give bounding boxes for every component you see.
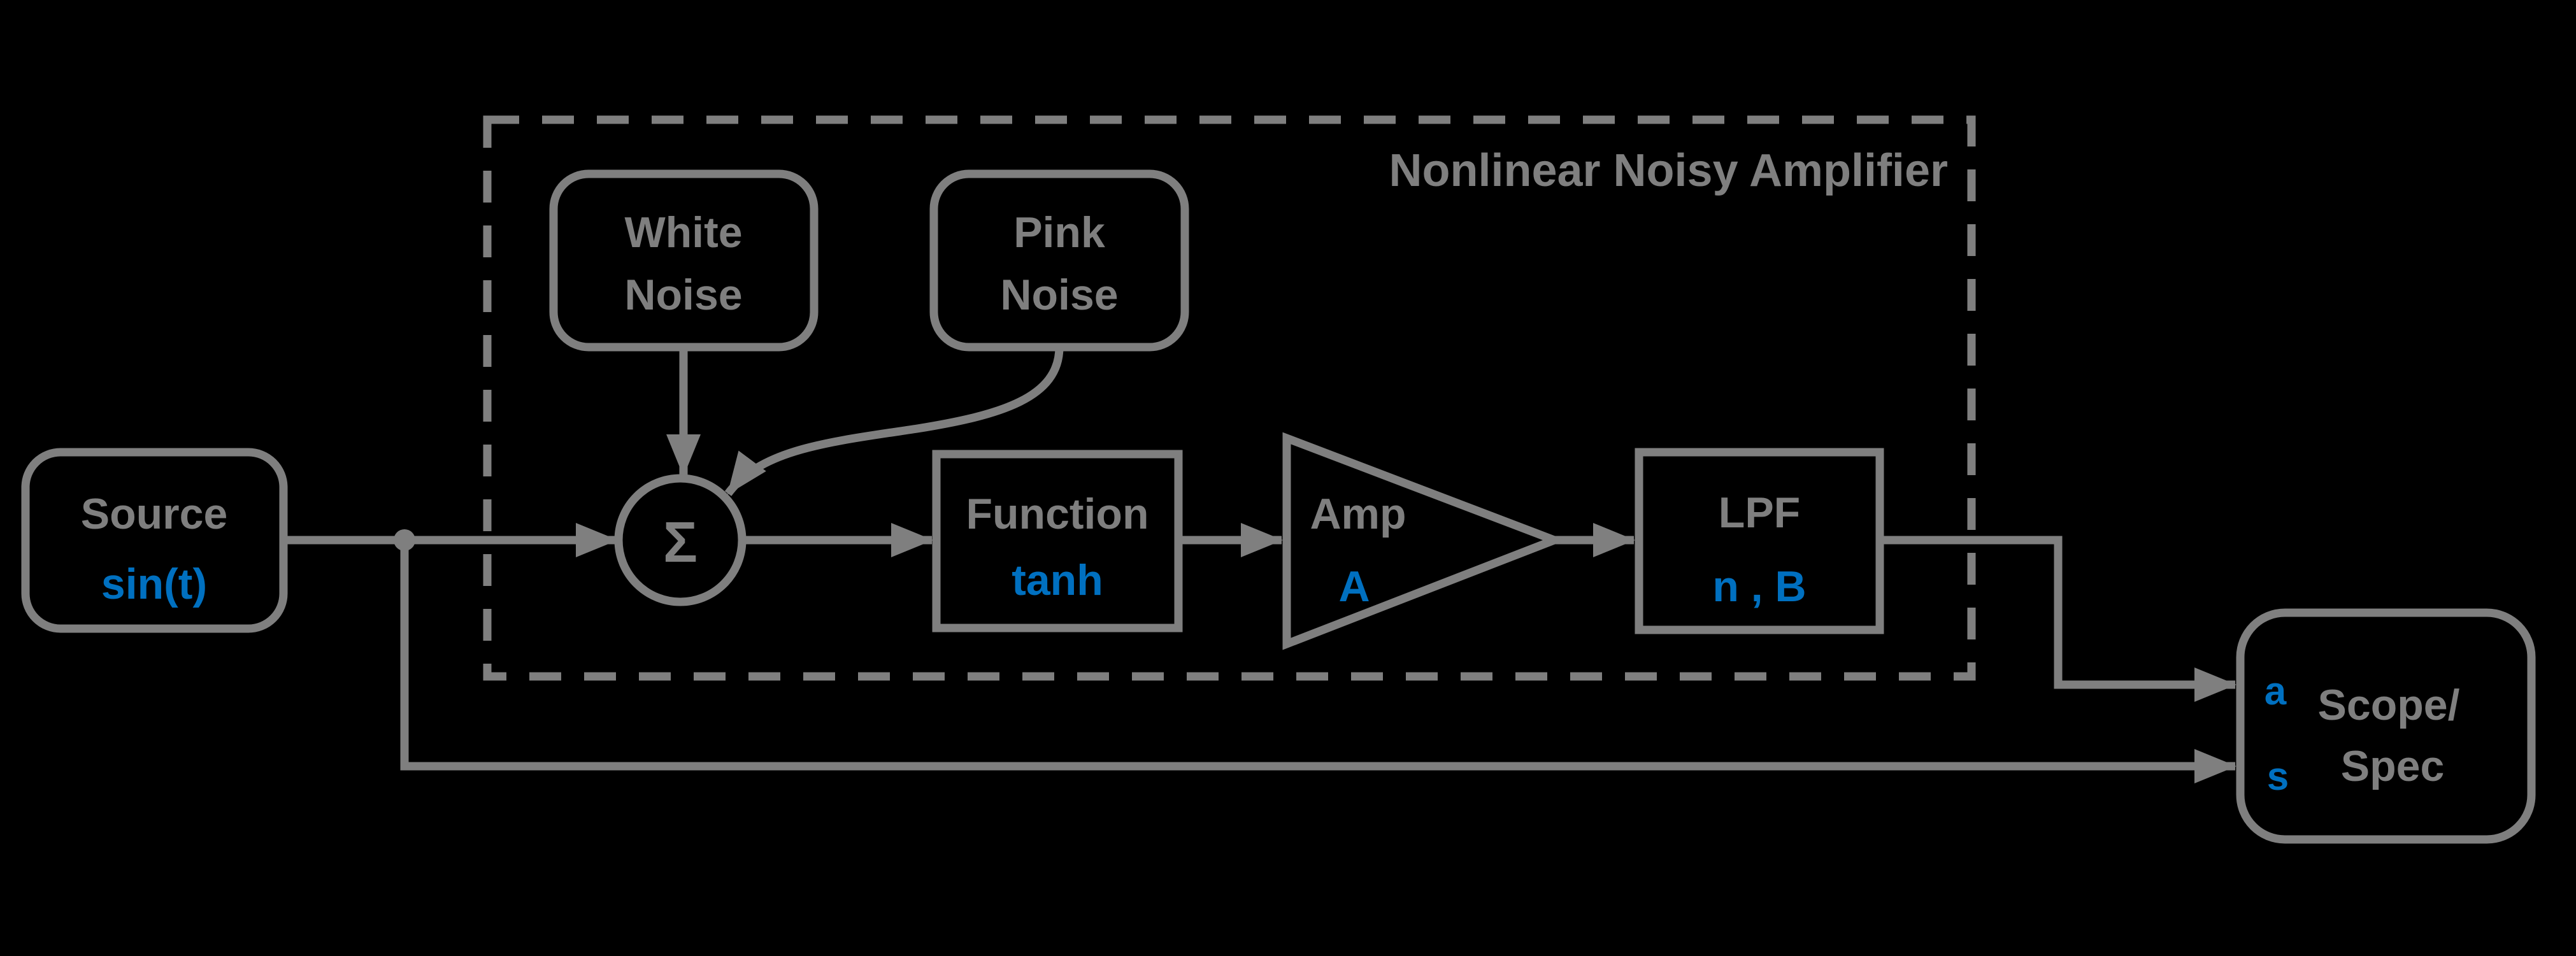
sum-symbol: Σ (663, 511, 698, 574)
scope-port-s-label: s (2267, 755, 2289, 799)
lpf-block (1635, 448, 1884, 634)
white-noise-label-line1: White (624, 208, 742, 257)
pink-noise-label-line1: Pink (1013, 208, 1105, 257)
lpf-label: LPF (1719, 489, 1800, 537)
function-param: tanh (1012, 556, 1103, 604)
scope-block (2236, 608, 2536, 844)
white-noise-block (549, 169, 819, 352)
amp-triangle (1282, 432, 1566, 650)
amplifier-group-dashed-border (483, 115, 1976, 681)
amp-label: Amp (1310, 490, 1406, 538)
source-label: Source (81, 490, 228, 538)
wire-source-bypass-to-scope-s (400, 540, 2236, 783)
pink-noise-block (929, 169, 1189, 352)
pink-noise-label-line2: Noise (1000, 271, 1118, 319)
scope-label-line2: Spec (2341, 742, 2445, 790)
function-block (932, 450, 1183, 632)
source-block (21, 448, 288, 633)
amp-param: A (1338, 562, 1370, 611)
white-noise-label-line2: Noise (624, 271, 742, 319)
scope-port-a-label: a (2265, 669, 2287, 713)
amplifier-group-title: Nonlinear Noisy Amplifier (1389, 145, 1949, 196)
lpf-param: n , B (1712, 562, 1806, 611)
function-label: Function (966, 490, 1148, 538)
wire-pink-noise-to-sum (724, 346, 1064, 496)
sum-junction-circle (614, 474, 747, 606)
scope-label-line1: Scope/ (2318, 681, 2460, 729)
wire-lpf-to-scope-a (1880, 536, 2236, 702)
source-param: sin(t) (101, 560, 207, 608)
